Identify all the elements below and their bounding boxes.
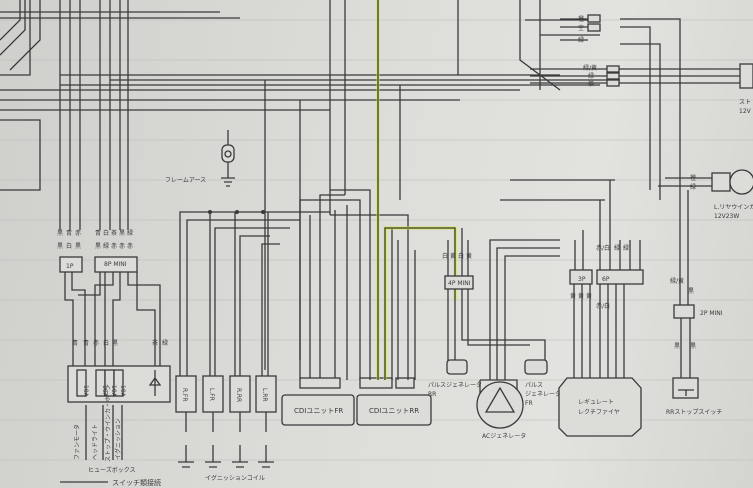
wire-label: 青 xyxy=(83,339,89,347)
wire-label: 青 xyxy=(95,229,101,237)
coil-label: L.RR xyxy=(261,388,268,402)
wire-label: 緑 xyxy=(103,242,109,250)
cdi-rr-label: CDIユニットRR xyxy=(369,407,419,415)
regulator-rectifier: 3P 6P 黄 黄 黄 赤/白 赤/白 緑 緑 レギュレート レクチファイヤ xyxy=(500,179,644,437)
wire-label: 茶 xyxy=(152,339,158,347)
wire-label: 赤 xyxy=(111,243,117,250)
wire-label: 橙 xyxy=(578,15,584,23)
wire-label: 緑 xyxy=(588,72,594,80)
pulse-gen-fr-suffix: FR xyxy=(525,400,533,407)
yellow-wire xyxy=(377,0,456,380)
wire-label: 緑 xyxy=(614,244,620,252)
rr-stop-switch: 2P MINI 緑/黄 黒 黒 黒 RRストップスイッチ xyxy=(666,190,723,416)
wire-label: 赤/白 xyxy=(596,302,610,310)
wire-label: 黄 xyxy=(466,252,472,260)
cdi-fr-label: CDIユニットFR xyxy=(294,407,343,415)
pulse-gen-rr-label: パルスジェネレータ xyxy=(428,381,482,389)
wire-label: 赤 xyxy=(119,243,125,250)
frame-earth-label: フレームアース xyxy=(165,177,206,184)
wire-label: 緑 xyxy=(578,36,584,44)
wire-label: 白 xyxy=(103,229,109,237)
wire-label: 青 xyxy=(66,229,72,237)
wire-label: 空 xyxy=(578,24,584,32)
highlighted-wire xyxy=(376,0,457,380)
stop-lamp-spec: 12V xyxy=(739,108,752,115)
wire-label: 黄 xyxy=(586,292,592,300)
connector-1p-label: 1P xyxy=(66,263,74,270)
wire-label: 黄 xyxy=(578,292,584,300)
connector-2p-label: 2P MINI xyxy=(700,310,723,317)
wire-label: 黒 xyxy=(688,288,694,295)
wire-label: 赤/白 xyxy=(596,244,610,252)
coil-label: L.FR xyxy=(208,388,215,401)
pulse-generators: 4P MINI 白 黄 白 黄 パルスジェネレータ RR パルス ジェネレータ … xyxy=(428,228,561,407)
stop-lamp-label: スト xyxy=(739,99,751,106)
wire-label: 黒 xyxy=(75,243,81,250)
wire-label: 赤 xyxy=(75,230,81,237)
frame-earth: フレームアース xyxy=(165,80,301,370)
pulse-gen-rr-suffix: RR xyxy=(428,391,436,398)
fuse-circuit-label: ヘッドライト xyxy=(92,424,99,460)
wire-label: 黒 xyxy=(57,243,63,250)
ac-generator: ACジェネレータ xyxy=(476,239,560,440)
wire-label: 黒 xyxy=(57,230,63,237)
wire-label: 赤 xyxy=(127,243,133,250)
fuse-box: 10A 10A 10A 10A ファンモータ ヘッドライト ストップ・ウインカ・… xyxy=(67,365,171,474)
fuse-box-label: ヒューズボックス xyxy=(88,466,136,474)
cdi-units: CDIユニットFR CDIユニットRR xyxy=(281,189,432,426)
coil-label: R.FR xyxy=(181,388,188,401)
fuse-circuit-label: ファンモータ xyxy=(73,424,81,460)
wire-label: 白 xyxy=(442,252,448,260)
bottom-caption: スイッチ類接続 xyxy=(112,478,161,487)
wire-label: 黒 xyxy=(95,243,101,250)
rear-winker: 橙 緑 L.リヤウインカ 12V23W xyxy=(658,169,753,220)
top-right-connectors: 橙 空 緑 緑/黄 緑 茶 スト 12V xyxy=(530,14,753,240)
connector-6p-label: 6P xyxy=(602,276,610,283)
fuse-rating: 10A xyxy=(101,385,108,398)
connector-3p-label: 3P xyxy=(578,276,586,283)
rear-winker-label: L.リヤウインカ xyxy=(714,203,753,211)
pulse-gen-fr-label: パルス xyxy=(525,382,543,389)
ac-generator-label: ACジェネレータ xyxy=(482,432,526,440)
regulator-label: レギュレート xyxy=(578,399,614,406)
wire-label: 赤 xyxy=(93,340,99,347)
wire-label: 黒 xyxy=(119,230,125,237)
regulator-label2: レクチファイヤ xyxy=(578,409,620,416)
fuse-circuit-label: ストップ・ウインカ・ホーン xyxy=(104,384,112,462)
fuse-rating: 10A xyxy=(82,385,89,398)
rear-winker-spec: 12V23W xyxy=(714,213,739,220)
wire-label: 茶 xyxy=(588,80,594,88)
wire-label: 黄 xyxy=(570,292,576,300)
wire-label: 青 xyxy=(72,339,78,347)
wire-label: 茶 xyxy=(111,229,117,237)
ignition-coil-label: イグニッションコイル xyxy=(205,474,265,482)
rr-stop-switch-label: RRストップスイッチ xyxy=(666,409,722,416)
wire-label: 白 xyxy=(66,242,72,250)
connector-8p-label: 8P MINI xyxy=(104,261,127,268)
fuse-circuit-label: イグニッション xyxy=(114,418,122,460)
wire-label: 白 xyxy=(103,339,109,347)
wire-label: 緑 xyxy=(690,183,696,191)
coil-label: R.RR xyxy=(235,388,242,402)
ignition-coils: R.FR L.FR R.RR L.RR イグニッションコイル xyxy=(175,210,330,482)
fuse-rating: 10A xyxy=(110,385,117,398)
wire-label: 緑 xyxy=(162,339,168,347)
connector-4p-label: 4P MINI xyxy=(448,280,471,287)
wire-label: 黒 xyxy=(690,343,696,350)
wire-label: 黄 xyxy=(450,252,456,260)
wire-label: 緑/黄 xyxy=(583,64,597,72)
wire-label: 黒 xyxy=(112,340,118,347)
wire-label: 緑 xyxy=(127,229,133,237)
fuse-rating: 10A xyxy=(119,385,126,398)
wire-label: 橙 xyxy=(690,174,696,182)
fuse-connectors: 1P 8P MINI 黒 青 赤 青 白 茶 黒 緑 黒 白 黒 黒 緑 赤 赤… xyxy=(57,229,168,370)
wire-label: 白 xyxy=(458,252,464,260)
main-harness xyxy=(0,0,620,230)
wire-label: 緑/黄 xyxy=(670,277,684,285)
wire-label: 緑 xyxy=(623,244,629,252)
pulse-gen-fr-label2: ジェネレータ xyxy=(525,390,561,398)
wire-label: 黒 xyxy=(674,343,680,350)
